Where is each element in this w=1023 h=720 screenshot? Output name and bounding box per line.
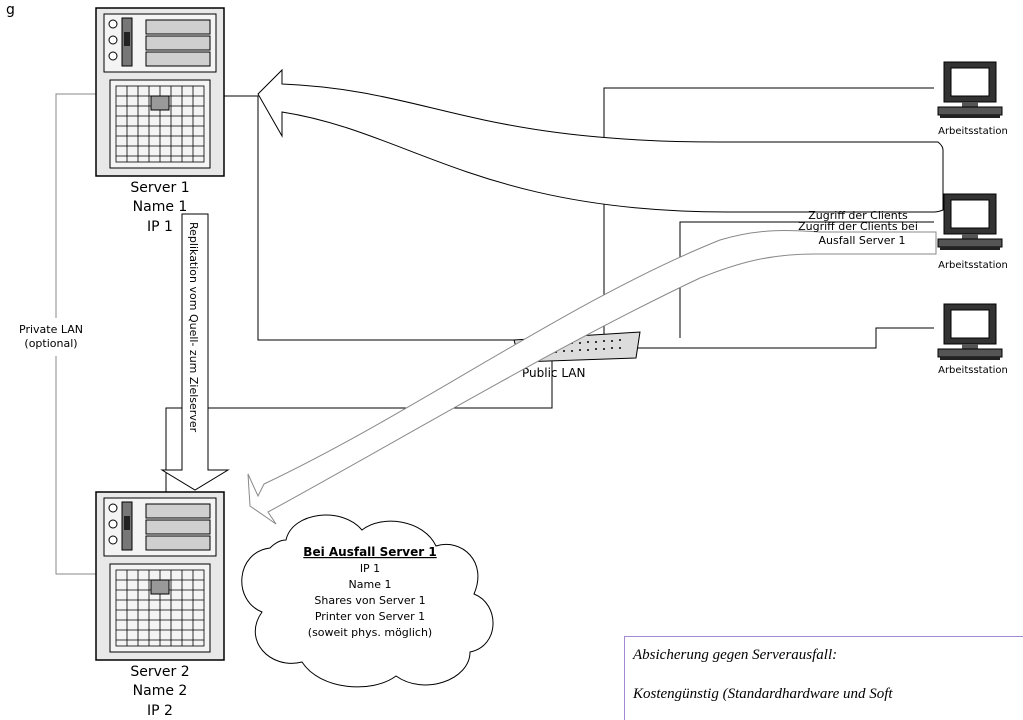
server-2-icon	[95, 491, 225, 661]
failover-cloud-line2: Name 1	[349, 578, 392, 591]
summary-line-2: Kostengünstig (Standardhardware und Soft	[633, 686, 893, 702]
summary-box: Absicherung gegen Serverausfall: Kosteng…	[624, 636, 1023, 720]
client-access-arrow	[257, 68, 944, 213]
replication-arrow	[160, 213, 230, 491]
private-lan-label-line1: Private LAN	[19, 323, 83, 336]
failover-access-arrow	[247, 229, 937, 525]
workstation-1-icon	[937, 61, 1003, 119]
public-lan-cabling	[165, 87, 934, 508]
failover-cloud-title: Bei Ausfall Server 1	[303, 545, 436, 559]
failover-cloud-line3: Shares von Server 1	[314, 594, 425, 607]
server-2-label-line3: IP 2	[147, 703, 173, 719]
failover-access-label-line1: Zugriff der Clients bei	[798, 220, 918, 233]
figure-number: g	[6, 2, 15, 18]
failover-cloud-line5: (soweit phys. möglich)	[308, 626, 432, 639]
workstation-2-icon	[937, 193, 1003, 251]
workstation-1-label: Arbeitsstation	[938, 126, 1008, 137]
client-access-label: Zugriff der Clients	[808, 209, 908, 222]
failover-access-label-line2: Ausfall Server 1	[818, 234, 905, 247]
failover-cloud-line4: Printer von Server 1	[315, 610, 425, 623]
failover-cloud-line1: IP 1	[360, 562, 380, 575]
server-1-icon	[95, 7, 225, 177]
server-1-label-line3: IP 1	[147, 219, 173, 235]
workstation-3-icon	[937, 303, 1003, 361]
replication-label: Replikation vom Quell- zum Zielserver	[187, 222, 200, 433]
summary-heading: Absicherung gegen Serverausfall:	[633, 647, 838, 663]
public-lan-label: Public LAN	[522, 366, 585, 380]
workstation-2-label: Arbeitsstation	[938, 260, 1008, 271]
private-lan-label-line2: (optional)	[24, 337, 77, 350]
workstation-3-label: Arbeitsstation	[938, 365, 1008, 376]
server-2-label-line1: Server 2	[130, 664, 189, 680]
server-2-label-line2: Name 2	[133, 683, 188, 699]
failover-cloud	[241, 514, 494, 688]
server-1-label-line2: Name 1	[133, 199, 188, 215]
server-1-label-line1: Server 1	[130, 180, 189, 196]
